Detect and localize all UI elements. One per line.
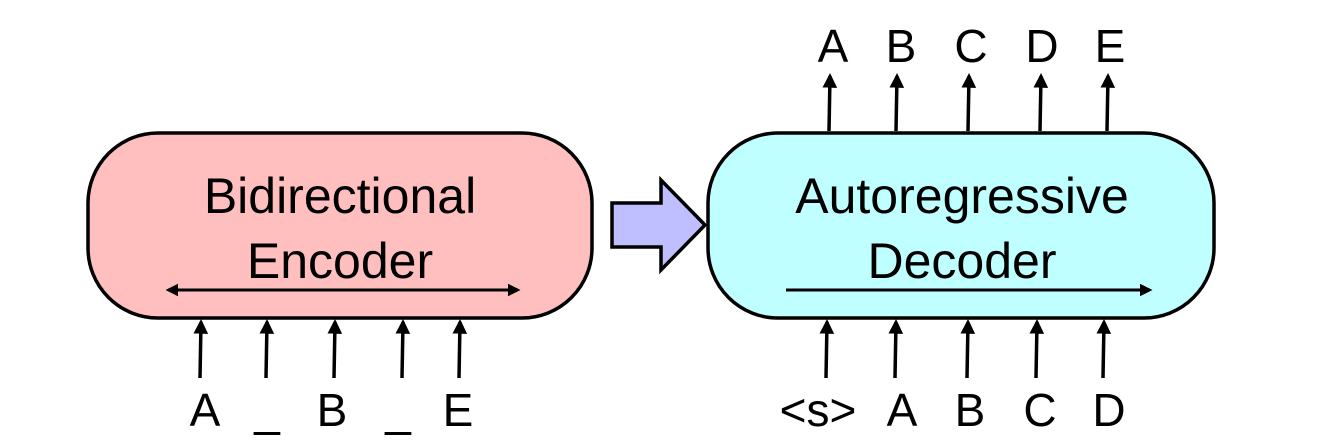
decoder-label-line1: Autoregressive: [795, 168, 1129, 224]
decoder-label-line2: Decoder: [868, 233, 1057, 289]
decoder-output-arrow: [889, 73, 905, 132]
encoder-to-decoder-arrow: [610, 175, 708, 275]
encoder-input-arrows: [193, 319, 468, 379]
decoder-input-arrow: [960, 319, 976, 379]
encoder-input-arrow: [327, 319, 343, 379]
decoder-output-arrow: [822, 73, 838, 132]
decoder-input-token: A: [887, 384, 918, 436]
encoder-box: [86, 131, 594, 320]
encoder-input-arrow: [452, 319, 468, 379]
encoder-input-token: A: [190, 384, 221, 436]
encoder-input-tokens: A _ B _ E: [190, 384, 474, 436]
decoder-output-token: C: [954, 20, 987, 72]
encoder-input-token: E: [443, 384, 474, 436]
encoder-label-line2: Encoder: [247, 233, 433, 289]
decoder-input-arrows: [819, 319, 1112, 379]
encoder-input-arrow: [395, 319, 411, 379]
encoder-input-token: B: [317, 384, 348, 436]
decoder-input-token: <s>: [780, 384, 857, 436]
encoder-input-arrow: [259, 319, 275, 379]
encoder-input-token: _: [384, 384, 412, 436]
decoder-input-arrow: [819, 319, 835, 379]
decoder-output-arrow: [961, 73, 977, 132]
decoder-output-token: B: [886, 20, 917, 72]
decoder-input-token: D: [1092, 384, 1125, 436]
encoder-label-line1: Bidirectional: [204, 168, 476, 224]
decoder-block: Autoregressive Decoder: [706, 131, 1216, 320]
decoder-input-arrow: [888, 319, 904, 379]
decoder-output-arrows: [822, 73, 1116, 132]
decoder-output-tokens: A B C D E: [818, 20, 1126, 72]
decoder-input-token: B: [955, 384, 986, 436]
decoder-output-token: A: [818, 20, 849, 72]
decoder-input-arrow: [1029, 319, 1045, 379]
decoder-input-token: C: [1023, 384, 1056, 436]
encoder-block: Bidirectional Encoder: [86, 131, 594, 320]
decoder-output-arrow: [1100, 73, 1116, 132]
decoder-box: [706, 131, 1216, 320]
encoder-input-token: _: [253, 384, 281, 436]
decoder-output-token: E: [1095, 20, 1126, 72]
decoder-input-tokens: <s> A B C D: [780, 384, 1126, 436]
decoder-input-arrow: [1096, 319, 1112, 379]
decoder-output-token: D: [1025, 20, 1058, 72]
encoder-input-arrow: [193, 319, 209, 379]
decoder-output-arrow: [1033, 73, 1049, 132]
